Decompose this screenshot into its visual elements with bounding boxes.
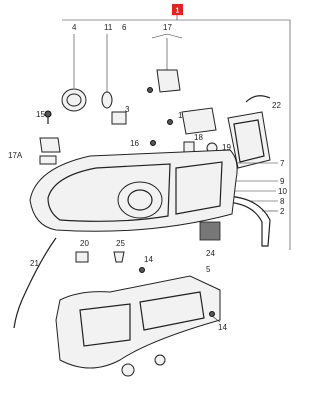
callout-19: 19 (222, 143, 231, 152)
callout-21: 21 (30, 259, 39, 268)
headlamp-projector (117, 181, 163, 219)
part-rear-cover-inner (233, 119, 265, 163)
part-25-grommet (113, 251, 125, 263)
callout-22: 22 (272, 101, 281, 110)
part-5-mount-right (154, 354, 166, 366)
part-17-screw (147, 87, 153, 93)
headlamp-lens-right (175, 161, 223, 215)
part-3-socket (111, 111, 127, 125)
callout-3: 3 (125, 105, 130, 114)
callout-10: 10 (278, 187, 287, 196)
callout-17-bracket (151, 33, 183, 39)
callout-2: 2 (280, 207, 285, 216)
callout-9: 9 (280, 177, 285, 186)
part-4-cover-inner (66, 93, 82, 107)
callout-25: 25 (116, 239, 125, 248)
part-12-ballast (181, 107, 217, 135)
part-17a-clip (39, 137, 61, 153)
leader-14b (211, 315, 221, 323)
callout-14a: 14 (144, 255, 153, 264)
callout-24: 24 (206, 249, 215, 258)
part-16-screw (150, 140, 156, 146)
part-17-bracket (156, 69, 181, 93)
parts-diagram: 1 4 11 6 17 3 15 22 13 16 12 17A 18 19 2… (8, 4, 291, 377)
headlamp-projector-inner (127, 189, 153, 211)
callout-11: 11 (104, 23, 113, 32)
part-5-lower-bracket (55, 275, 221, 369)
callout-18: 18 (194, 133, 203, 142)
part-5-bracket-window-right (139, 291, 205, 331)
part-14-screw-upper (139, 267, 145, 273)
callout-7: 7 (280, 159, 285, 168)
part-24-label (199, 221, 221, 241)
callout-20: 20 (80, 239, 89, 248)
part-21-hose (13, 237, 57, 329)
part-14-screw-lower (209, 311, 215, 317)
part-17a-clip-lower (39, 155, 57, 165)
callout-1-highlight (172, 4, 183, 15)
callout-8: 8 (280, 197, 285, 206)
callout-16: 16 (130, 139, 139, 148)
callout-5: 5 (206, 265, 211, 274)
part-22-wire (245, 95, 271, 103)
part-2-trim-strip (221, 195, 271, 247)
callout-14b: 14 (218, 323, 227, 332)
part-13-nut (167, 119, 173, 125)
part-15-screw (44, 110, 52, 118)
callout-15: 15 (36, 110, 45, 119)
headlamp-lens-left (47, 163, 171, 222)
callout-4: 4 (72, 23, 77, 32)
part-11-bulb (101, 91, 113, 109)
exploded-view-svg: 1 4 11 6 17 3 15 22 13 16 12 17A 18 19 2… (8, 4, 291, 377)
callout-17a: 17A (8, 151, 23, 160)
main-bracket-line (62, 19, 291, 250)
callout-6: 6 (122, 23, 127, 32)
part-5-mount (121, 363, 135, 377)
part-5-bracket-window-left (79, 303, 131, 347)
callout-17: 17 (163, 23, 172, 32)
callout-1: 1 (176, 8, 180, 15)
part-20-clip (75, 251, 89, 263)
